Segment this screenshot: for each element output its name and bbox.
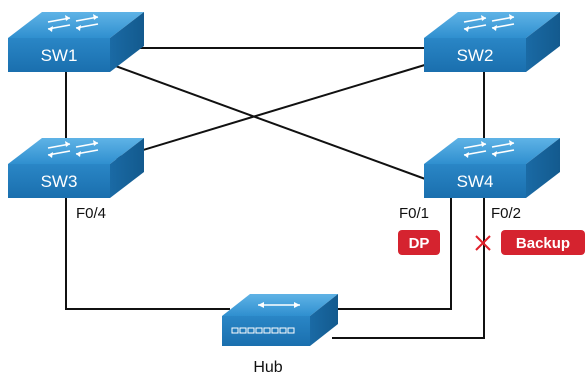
hub-ports-icon: [231, 327, 295, 334]
switch-sw1[interactable]: SW1: [8, 12, 144, 72]
backup-badge: Backup: [501, 230, 585, 255]
link-sw4-f01-hub: [332, 198, 452, 310]
switch-sw4[interactable]: SW4: [424, 138, 560, 198]
port-label-sw4-f02: F0/2: [491, 205, 521, 222]
port-label-sw4-f01: F0/1: [399, 205, 429, 222]
switch-label: SW2: [457, 46, 494, 65]
hub-label: Hub: [253, 359, 282, 376]
switch-label: SW1: [41, 46, 78, 65]
link-sw3-hub: [65, 198, 230, 310]
switch-label: SW4: [457, 172, 494, 191]
blocked-port-x-icon: [475, 235, 491, 251]
switch-sw2[interactable]: SW2: [424, 12, 560, 72]
switch-sw3[interactable]: SW3: [8, 138, 144, 198]
link-sw1-sw4: [109, 63, 429, 181]
link-sw2-sw3: [109, 63, 429, 161]
backup-badge-text: Backup: [516, 235, 570, 252]
dp-badge-text: DP: [409, 235, 430, 252]
port-label-sw3-f04: F0/4: [76, 205, 106, 222]
hub-arrow-icon: [258, 302, 300, 308]
switch-label: SW3: [41, 172, 78, 191]
links: [65, 47, 485, 339]
hub-device[interactable]: [222, 294, 338, 346]
dp-badge: DP: [398, 230, 440, 255]
